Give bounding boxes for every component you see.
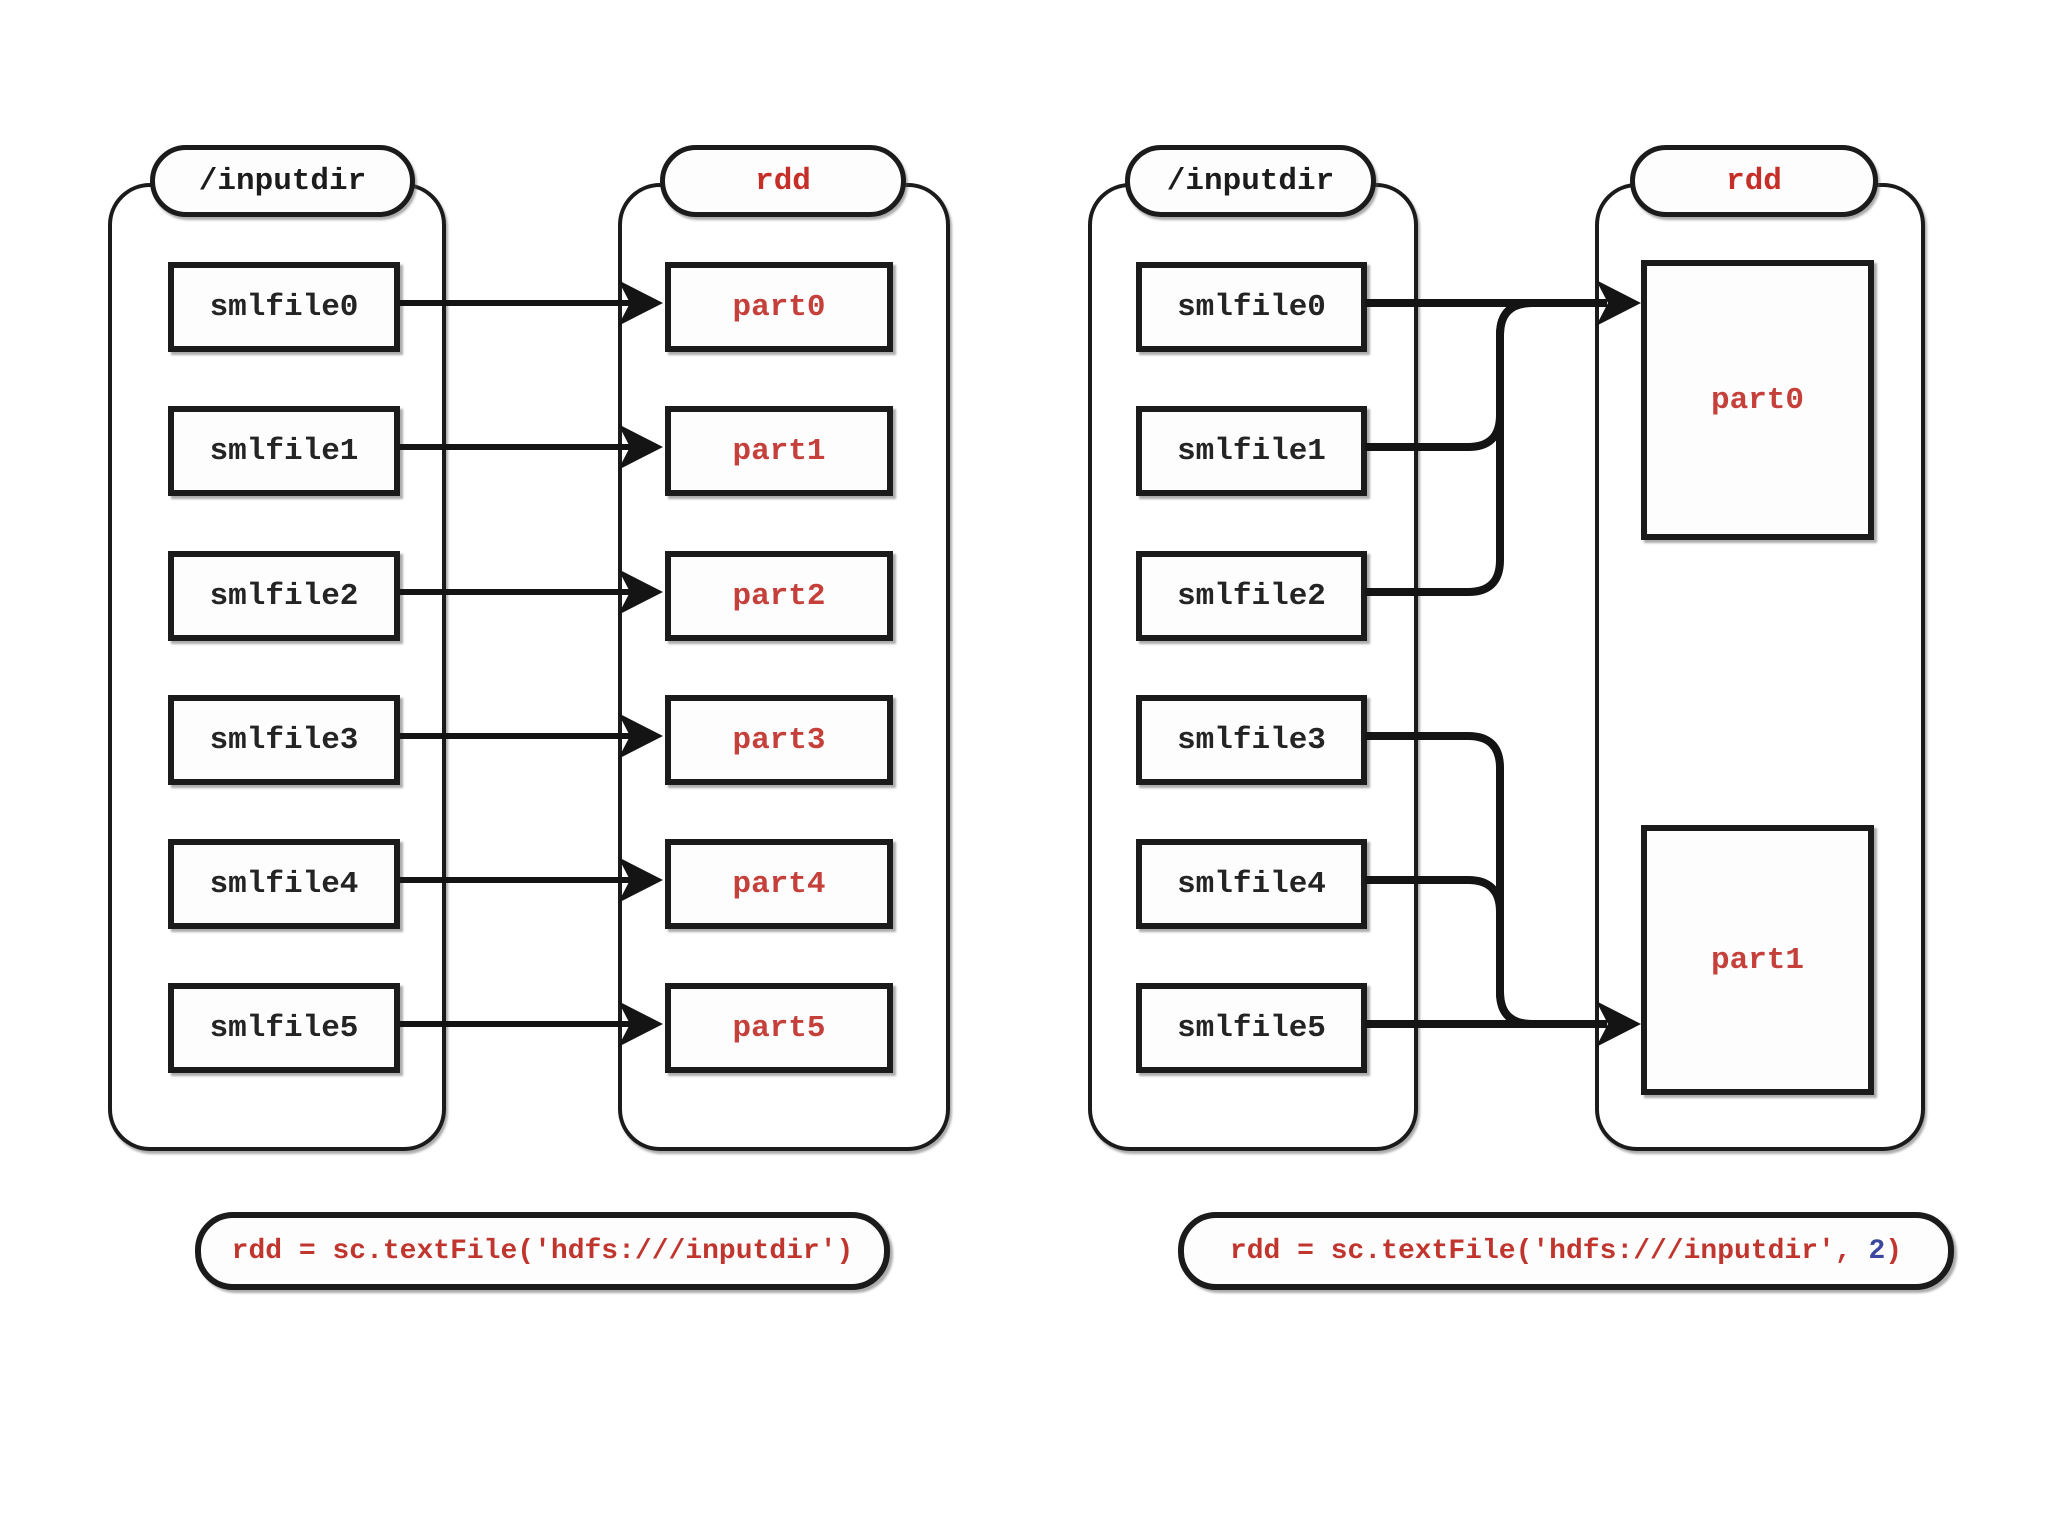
left-rdd-title-pill: rdd xyxy=(660,145,906,217)
file-label: smlfile2 xyxy=(1177,578,1326,614)
partition-label: part4 xyxy=(732,866,826,902)
partition-label: part5 xyxy=(732,1010,826,1046)
left-inputdir-title-pill: /inputdir xyxy=(150,145,415,217)
right-rdd-title-pill: rdd xyxy=(1630,145,1878,217)
file-label: smlfile5 xyxy=(1177,1010,1326,1046)
left-partition-box-part1: part1 xyxy=(665,406,893,496)
right-inputdir-title-pill: /inputdir xyxy=(1125,145,1376,217)
left-rdd-title: rdd xyxy=(755,163,811,199)
right-file-box-smlfile1: smlfile1 xyxy=(1136,406,1367,496)
right-file-box-smlfile3: smlfile3 xyxy=(1136,695,1367,785)
partition-label: part0 xyxy=(732,289,826,325)
left-partition-box-part3: part3 xyxy=(665,695,893,785)
left-file-box-smlfile1: smlfile1 xyxy=(168,406,400,496)
right-partition-box-part1: part1 xyxy=(1641,825,1874,1095)
right-file-box-smlfile2: smlfile2 xyxy=(1136,551,1367,641)
code-text-prefix: rdd = sc.textFile('hdfs:///inputdir', xyxy=(1229,1235,1869,1267)
file-label: smlfile2 xyxy=(209,578,359,614)
right-partition-box-part0: part0 xyxy=(1641,260,1874,540)
left-file-box-smlfile5: smlfile5 xyxy=(168,983,400,1073)
partition-label: part3 xyxy=(732,722,826,758)
file-label: smlfile0 xyxy=(1177,289,1326,325)
left-partition-box-part4: part4 xyxy=(665,839,893,929)
right-file-box-smlfile5: smlfile5 xyxy=(1136,983,1367,1073)
right-file-box-smlfile4: smlfile4 xyxy=(1136,839,1367,929)
partition-label: part2 xyxy=(732,578,826,614)
file-label: smlfile0 xyxy=(209,289,359,325)
left-file-box-smlfile0: smlfile0 xyxy=(168,262,400,352)
left-file-box-smlfile3: smlfile3 xyxy=(168,695,400,785)
file-label: smlfile5 xyxy=(209,1010,359,1046)
left-file-box-smlfile4: smlfile4 xyxy=(168,839,400,929)
code-text: rdd = sc.textFile('hdfs:///inputdir') xyxy=(231,1235,854,1267)
file-label: smlfile4 xyxy=(209,866,359,902)
left-code-caption: rdd = sc.textFile('hdfs:///inputdir') xyxy=(195,1212,890,1290)
file-label: smlfile3 xyxy=(209,722,359,758)
partition-label: part0 xyxy=(1710,382,1804,418)
left-partition-box-part5: part5 xyxy=(665,983,893,1073)
left-partition-box-part2: part2 xyxy=(665,551,893,641)
left-partition-box-part0: part0 xyxy=(665,262,893,352)
file-label: smlfile4 xyxy=(1177,866,1326,902)
file-label: smlfile1 xyxy=(209,433,359,469)
file-label: smlfile3 xyxy=(1177,722,1326,758)
right-file-box-smlfile0: smlfile0 xyxy=(1136,262,1367,352)
right-code-caption: rdd = sc.textFile('hdfs:///inputdir', 2) xyxy=(1178,1212,1954,1290)
right-rdd-title: rdd xyxy=(1726,163,1782,199)
partition-label: part1 xyxy=(1710,942,1804,978)
right-inputdir-title: /inputdir xyxy=(1166,163,1335,199)
left-file-box-smlfile2: smlfile2 xyxy=(168,551,400,641)
code-partition-count: 2 xyxy=(1868,1235,1886,1267)
left-inputdir-title: /inputdir xyxy=(198,163,367,199)
partition-label: part1 xyxy=(732,433,826,469)
code-text-suffix: ) xyxy=(1885,1235,1903,1267)
file-label: smlfile1 xyxy=(1177,433,1326,469)
